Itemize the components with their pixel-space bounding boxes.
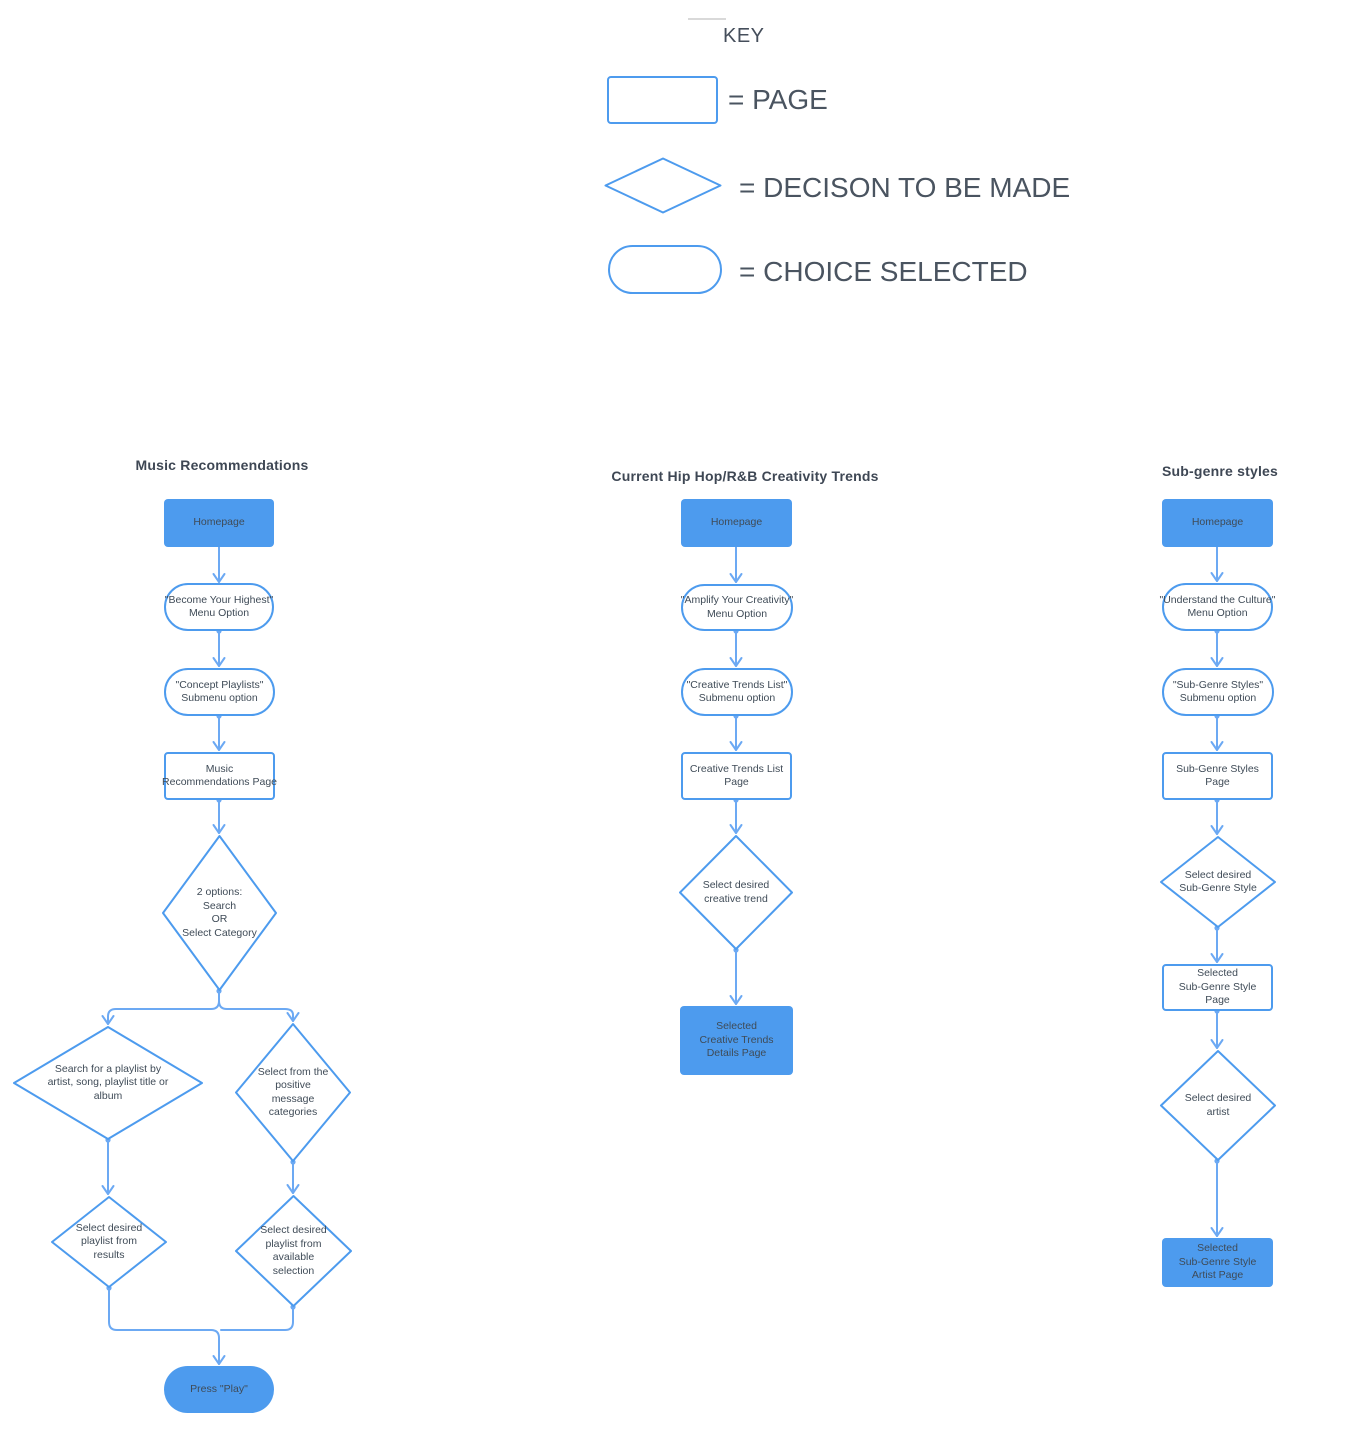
diamond-outline: [1160, 836, 1276, 928]
arrowhead-icon: [1210, 825, 1224, 835]
node-concept-playlists-submenu-option: "Concept Playlists"Submenu option: [164, 668, 275, 716]
arrowhead-icon: [101, 1185, 115, 1195]
arrowhead-icon: [1210, 1039, 1224, 1049]
arrowhead-icon: [729, 824, 743, 834]
arrowhead-icon: [1210, 1227, 1224, 1237]
node-understand-the-culture-menu-option: "Understand the Culture"Menu Option: [1159, 583, 1276, 631]
node-label: "Creative Trends List"Submenu option: [686, 678, 788, 705]
node-homepage: Homepage: [681, 499, 792, 547]
key-divider-line: [688, 18, 726, 20]
node-sub-genre-styles-submenu-option: "Sub-Genre Styles"Submenu option: [1162, 668, 1274, 716]
arrowhead-icon: [729, 573, 743, 583]
diamond-outline: [13, 1026, 203, 1140]
node-label: Homepage: [1191, 516, 1244, 529]
connector: [220, 1306, 294, 1331]
connector: [107, 990, 220, 1025]
key-title: KEY: [723, 25, 765, 47]
node-label: Press "Play": [190, 1382, 248, 1395]
flow-title: Current Hip Hop/R&B Creativity Trends: [611, 468, 879, 484]
key-choice-label: = CHOICE SELECTED: [739, 256, 1028, 287]
diamond-outline: [679, 835, 793, 950]
node-homepage: Homepage: [1162, 499, 1273, 547]
arrowhead-icon: [212, 824, 226, 834]
node-label: "Understand the Culture"Menu Option: [1159, 593, 1276, 620]
arrowhead-icon: [101, 1015, 115, 1025]
diamond-outline: [1160, 1050, 1276, 1161]
node-label: "Concept Playlists"Submenu option: [175, 678, 264, 705]
node-creative-trends-list-submenu-option: "Creative Trends List"Submenu option: [681, 668, 793, 716]
connector: [108, 1287, 220, 1365]
arrowhead-icon: [1210, 657, 1224, 667]
node-homepage: Homepage: [164, 499, 274, 547]
node-press-play: Press "Play": [164, 1366, 274, 1413]
arrowhead-icon: [212, 1355, 226, 1365]
diamond-outline: [235, 1195, 352, 1307]
arrowhead-icon: [212, 573, 226, 583]
node-label: "Sub-Genre Styles"Submenu option: [1172, 678, 1264, 705]
diamond-outline: [235, 1023, 351, 1162]
node-label: "Amplify Your Creativity"Menu Option: [680, 594, 794, 620]
node-amplify-your-creativity-menu-option: "Amplify Your Creativity"Menu Option: [681, 584, 793, 631]
node-label: Homepage: [193, 516, 245, 529]
arrowhead-icon: [729, 657, 743, 667]
arrowhead-icon: [1210, 741, 1224, 751]
node-label: Homepage: [710, 516, 763, 529]
arrowhead-icon: [286, 1012, 300, 1022]
connector: [218, 990, 294, 1022]
flow-title: Sub-genre styles: [1161, 463, 1279, 479]
arrowhead-icon: [286, 1184, 300, 1194]
flow-title: Music Recommendations: [135, 457, 309, 473]
arrowhead-icon: [729, 995, 743, 1005]
key-page-label: = PAGE: [728, 84, 828, 115]
diamond-outline: [51, 1196, 167, 1288]
key-decision-shape: [604, 157, 722, 214]
node-label: "Become Your Highest"Menu Option: [164, 593, 274, 620]
node-become-your-highest-menu-option: "Become Your Highest"Menu Option: [164, 583, 274, 631]
arrowhead-icon: [1210, 953, 1224, 963]
arrowhead-icon: [212, 657, 226, 667]
key-choice-shape: [608, 245, 722, 294]
arrowhead-icon: [729, 741, 743, 751]
key-decision-label: = DECISON TO BE MADE: [739, 172, 1071, 203]
arrowhead-icon: [212, 741, 226, 751]
arrowhead-icon: [1210, 572, 1224, 582]
diamond-outline: [162, 835, 277, 991]
key-page-shape: [607, 76, 718, 124]
